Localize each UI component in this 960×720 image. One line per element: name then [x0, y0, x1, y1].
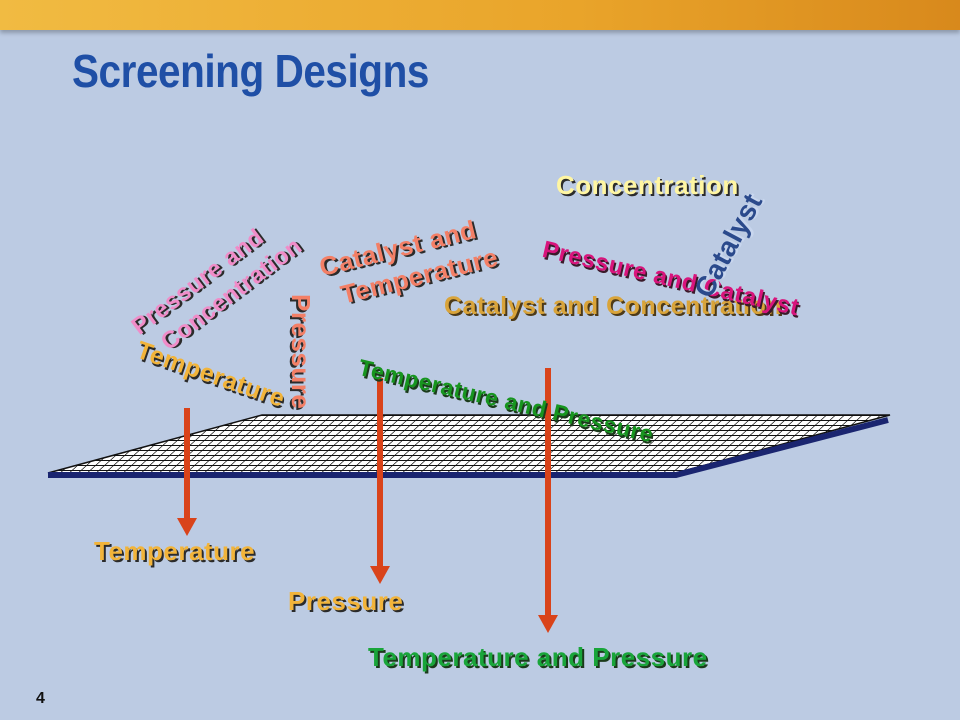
design-plane — [47, 414, 891, 474]
pressure-arrow-head — [370, 566, 390, 584]
label-pressure-top: Pressure — [286, 294, 316, 410]
slide-title: Screening Designs — [72, 45, 429, 97]
plane-front-edge — [48, 417, 889, 478]
temp-pressure-arrow-head — [538, 615, 558, 633]
top-accent-bar — [0, 0, 960, 30]
temperature-arrow-head — [177, 518, 197, 536]
label-concentration: Concentration — [556, 170, 739, 200]
label-pressure-bottom: Pressure — [288, 586, 404, 616]
label-temperature-bottom: Temperature — [94, 536, 256, 566]
label-temperature-and-pressure-bottom: Temperature and Pressure — [368, 642, 708, 672]
label-catalyst-and-concentration: Catalyst and Concentration — [444, 292, 783, 320]
page-number: 4 — [36, 690, 45, 707]
